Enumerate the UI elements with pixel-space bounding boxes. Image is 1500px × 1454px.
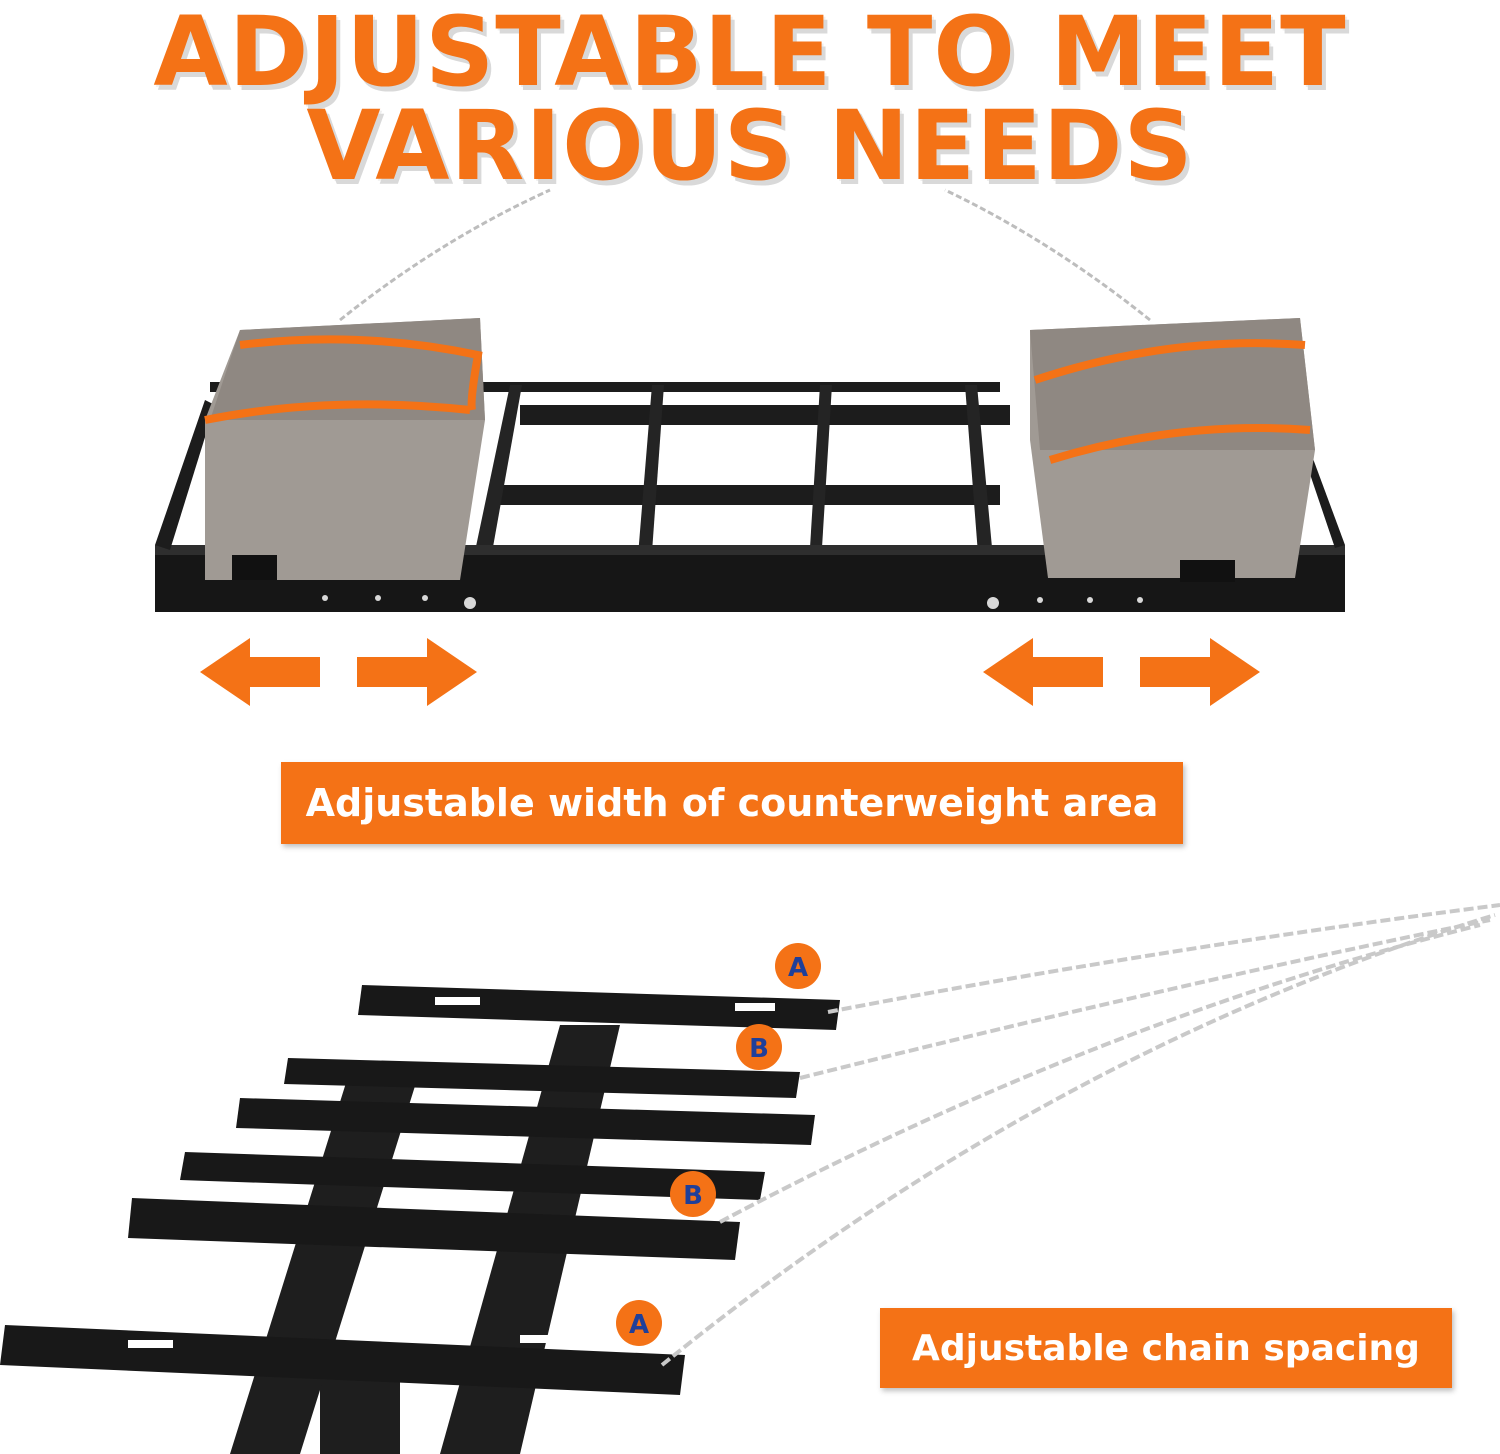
frame-long-rails (230, 1025, 620, 1454)
chain-a-lower (660, 913, 1496, 1367)
chain-b-top (799, 918, 1491, 1080)
right-counterweight-block (1030, 318, 1315, 582)
drag-frame-counterweight-illustration (155, 188, 1345, 706)
chain-a-top (827, 903, 1500, 1014)
counterweight-width-label: Adjustable width of counterweight area (281, 762, 1183, 844)
arrow-right-icon (357, 638, 477, 706)
chain-marker-b-top: B (736, 1024, 782, 1070)
chain-b-lower (719, 923, 1481, 1224)
chains (660, 903, 1500, 1367)
left-lift-chain (339, 188, 551, 322)
headline-line-1: ADJUSTABLE TO MEET (153, 0, 1347, 108)
frame-bolts (322, 595, 1143, 609)
frame-slats (470, 385, 995, 580)
right-lift-chain (944, 188, 1151, 322)
arrow-left-icon (983, 638, 1103, 706)
frame-crossbars (0, 985, 840, 1395)
arrow-right-icon (1140, 638, 1260, 706)
chain-spacing-label: Adjustable chain spacing (880, 1308, 1452, 1388)
crossbar-slots (128, 997, 775, 1348)
left-counterweight-block (205, 318, 485, 580)
svg-text:A: A (629, 1310, 649, 1340)
svg-text:A: A (788, 953, 808, 983)
svg-text:B: B (683, 1181, 703, 1211)
straps (204, 335, 1311, 464)
chain-marker-b-lower: B (670, 1171, 716, 1217)
chain-marker-a-top: A (775, 943, 821, 989)
headline-line-2: VARIOUS NEEDS (306, 90, 1194, 202)
chain-marker-a-lower: A (616, 1300, 662, 1346)
svg-text:B: B (749, 1034, 769, 1064)
arrow-left-icon (200, 638, 320, 706)
